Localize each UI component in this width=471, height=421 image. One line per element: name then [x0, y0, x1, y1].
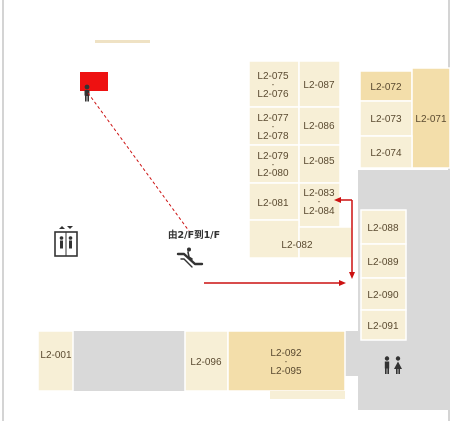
shop-l2-092-095-lower — [270, 391, 345, 399]
shop-l2-082[interactable] — [298, 226, 353, 259]
shop-label: L2-075 — [257, 71, 289, 82]
shop-l2-074[interactable] — [359, 135, 413, 169]
shop-label: L2-084 — [303, 206, 335, 217]
shop-labels: L2-075 - L2-076 L2-087 L2-077 - L2-078 L… — [40, 71, 447, 377]
shop-l2-090[interactable] — [360, 277, 407, 311]
shop-label: L2-076 — [257, 89, 289, 100]
elevator-icon[interactable] — [54, 226, 78, 257]
shop-l2-085[interactable] — [298, 144, 341, 184]
shop-l2-071[interactable] — [411, 67, 451, 169]
shop-l2-086[interactable] — [298, 106, 341, 146]
toilet-icon[interactable] — [384, 356, 402, 374]
shop-label: L2-078 — [257, 131, 289, 142]
shop-l2-083-084[interactable] — [298, 182, 341, 228]
shop-l2-092-095[interactable] — [227, 330, 346, 392]
shop-label: L2-092 — [270, 348, 302, 359]
shop-label: L2-083 — [303, 188, 335, 199]
shop-label: L2-074 — [370, 148, 402, 159]
shop-label: L2-087 — [303, 80, 335, 91]
route — [87, 92, 355, 286]
shop-label: L2-080 — [257, 168, 289, 179]
shop-label: L2-091 — [367, 321, 399, 332]
shop-label: L2-088 — [367, 223, 399, 234]
person-icon — [84, 84, 90, 102]
accent-bar — [95, 40, 150, 43]
shop-label: L2-090 — [367, 290, 399, 301]
south-shops — [37, 330, 346, 399]
shop-l2-081[interactable] — [248, 182, 300, 221]
shop-l2-082-west[interactable] — [248, 219, 300, 259]
shop-l2-096[interactable] — [184, 330, 229, 392]
shop-label: L2-086 — [303, 121, 335, 132]
shop-l2-089[interactable] — [360, 243, 407, 279]
shop-l2-088[interactable] — [360, 209, 407, 245]
shop-l2-079-080[interactable] — [248, 144, 300, 184]
route-arrowhead — [349, 272, 355, 279]
shop-label: L2-081 — [257, 198, 289, 209]
shop-l2-077-078[interactable] — [248, 106, 300, 146]
shop-label-separator: - — [272, 122, 275, 131]
route-arrowhead — [339, 280, 346, 286]
shop-l2-073[interactable] — [359, 100, 413, 137]
shop-label: L2-096 — [190, 357, 222, 368]
you-are-here-marker — [80, 72, 108, 102]
shop-label: L2-077 — [257, 113, 289, 124]
shop-label: L2-001 — [40, 350, 72, 361]
you-are-here-box — [80, 72, 108, 91]
shop-label-separator: - — [318, 197, 321, 206]
escalator-icon[interactable] — [176, 247, 204, 268]
shop-l2-087[interactable] — [298, 60, 341, 108]
shop-label: L2-072 — [370, 82, 402, 93]
central-shop-block — [248, 60, 353, 259]
shop-l2-001[interactable] — [37, 330, 74, 392]
escalator-route-label: 由2/F到1/F — [168, 229, 220, 241]
shop-label: L2-082 — [281, 240, 313, 251]
east-column-shops — [360, 209, 407, 341]
shop-label: L2-095 — [270, 366, 302, 377]
shop-label: L2-071 — [415, 114, 447, 125]
shop-l2-091[interactable] — [360, 309, 407, 341]
shop-label: L2-073 — [370, 114, 402, 125]
shop-label-separator: - — [285, 357, 288, 366]
corridor-south-east — [345, 331, 365, 376]
shop-label: L2-089 — [367, 257, 399, 268]
route-arrowhead — [334, 197, 341, 203]
shop-label: L2-079 — [257, 151, 289, 162]
route-dashed-line — [87, 92, 190, 232]
east-shop-block — [359, 67, 451, 169]
corridor-south-west — [73, 331, 185, 391]
shop-label-separator: - — [272, 160, 275, 169]
shop-label: L2-085 — [303, 156, 335, 167]
shop-label-separator: - — [272, 80, 275, 89]
